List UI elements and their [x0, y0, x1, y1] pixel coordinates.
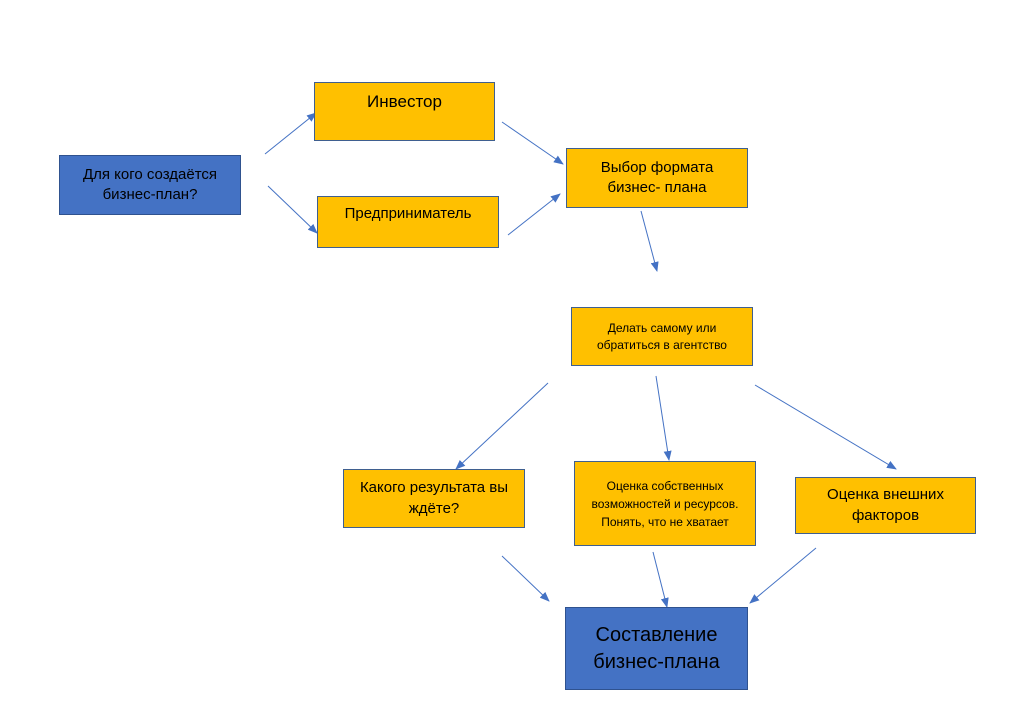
node-external-factors: Оценка внешних факторов [795, 477, 976, 534]
node-investor-text: Инвестор [367, 92, 442, 111]
node-who-is-plan-for: Для кого создаётся бизнес-план? [59, 155, 241, 215]
arrow-result-to-compile [501, 555, 550, 602]
arrow-who-to-entrepreneur [267, 185, 318, 234]
arrow-format-to-decision [640, 210, 659, 272]
node-own-resources-text: Оценка собственных возможностей и ресурс… [591, 478, 739, 529]
arrow-entrepreneur-to-format [507, 193, 561, 236]
node-entrepreneur: Предприниматель [317, 196, 499, 248]
node-expected-result-text: Какого результата вы ждёте? [359, 479, 509, 517]
node-plan-format: Выбор формата бизнес- плана [566, 148, 748, 208]
arrow-who-to-investor [264, 112, 317, 155]
arrow-resources-to-compile [652, 551, 669, 608]
node-self-or-agency: Делать самому или обратиться в агентство [571, 307, 753, 366]
arrow-decision-to-external [754, 384, 897, 470]
node-who-is-plan-for-text: Для кого создаётся бизнес-план? [82, 165, 218, 203]
node-external-factors-text: Оценка внешних факторов [827, 486, 944, 524]
node-self-or-agency-text: Делать самому или обратиться в агентство [597, 321, 727, 352]
node-expected-result: Какого результата вы ждёте? [343, 469, 525, 528]
node-compile-plan: Составление бизнес-плана [565, 607, 748, 690]
node-own-resources: Оценка собственных возможностей и ресурс… [574, 461, 756, 546]
node-compile-plan-text: Составление бизнес-плана [593, 623, 720, 673]
arrow-external-to-compile [749, 547, 817, 604]
arrow-investor-to-format [501, 121, 564, 165]
arrow-decision-to-result [455, 382, 549, 470]
node-plan-format-text: Выбор формата бизнес- плана [600, 158, 714, 196]
node-entrepreneur-text: Предприниматель [344, 205, 472, 222]
arrow-decision-to-resources [655, 375, 672, 461]
node-investor: Инвестор [314, 82, 495, 141]
